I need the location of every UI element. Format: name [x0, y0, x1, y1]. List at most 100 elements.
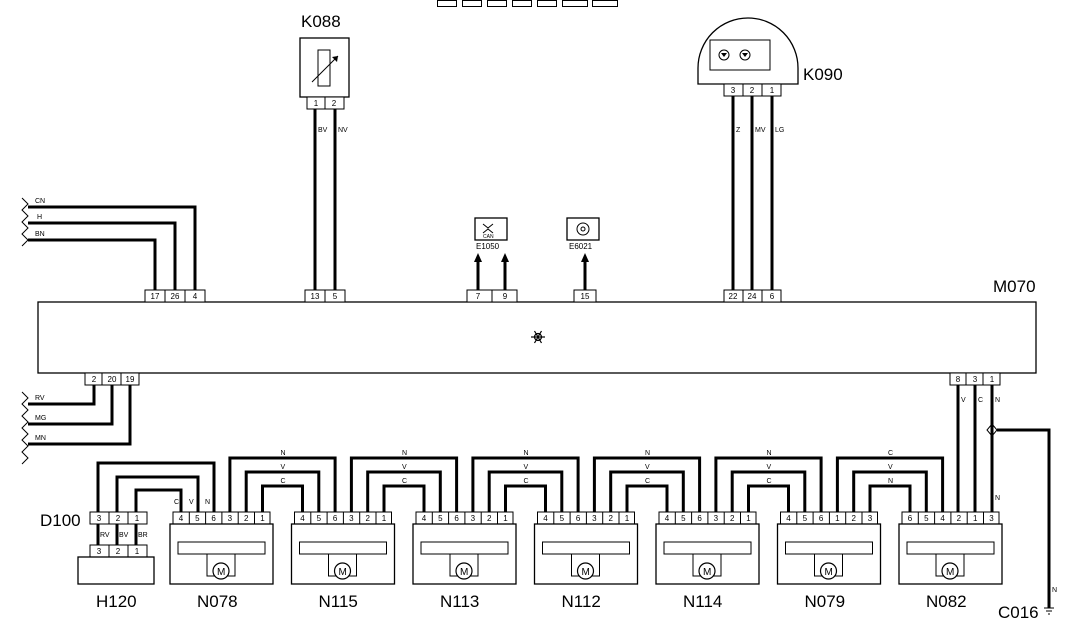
motor-symbol: M [825, 567, 833, 578]
pin-label: 7 [476, 292, 481, 301]
wire-label: MN [35, 435, 46, 442]
pin-label: 1 [314, 99, 319, 108]
left-bottom-harness: RV MG MN [21, 385, 132, 465]
wire-label: V [888, 464, 893, 471]
wire-label: MG [35, 415, 46, 422]
actuator-label: N113 [440, 592, 479, 611]
wire [244, 470, 321, 512]
motor-symbol: M [217, 567, 225, 578]
toolbar-button[interactable] [462, 0, 482, 7]
wire [471, 456, 580, 512]
pin-label: 5 [803, 514, 808, 523]
m070-top-connector-k090: 22 24 6 [723, 289, 782, 303]
motor-icon: M [455, 562, 473, 580]
wire-label: N [995, 495, 1000, 502]
wire-label: V [402, 464, 407, 471]
motor-icon: M [819, 562, 838, 580]
pin-label: 8 [956, 375, 961, 384]
wire-label: N [888, 478, 893, 485]
pin-label: 3 [989, 514, 994, 523]
k088-sensor[interactable]: K088 1 2 [299, 12, 350, 110]
k090-sensor[interactable]: 3 2 1 K090 [697, 17, 843, 97]
actuator-label: N115 [319, 592, 358, 611]
pin-label: 5 [924, 514, 929, 523]
actuator-label: N078 [197, 592, 238, 611]
arrow-up-icon [501, 253, 509, 262]
pin-label: 6 [819, 514, 824, 523]
pin-label: 1 [770, 86, 775, 95]
e6021-module[interactable]: E6021 [566, 217, 600, 251]
actuator-label: N082 [926, 592, 967, 611]
e1050-can-module[interactable]: CAN E1050 [474, 217, 508, 251]
pin-label: 3 [714, 514, 719, 523]
wire-label: BV [119, 532, 129, 539]
wire-label: V [961, 397, 966, 404]
arrow-up-icon [581, 253, 589, 262]
wire-label: N [767, 450, 772, 457]
m070-top-connector-e6021: 15 [573, 289, 597, 303]
toolbar-button[interactable] [562, 0, 588, 7]
can-text: CAN [483, 234, 494, 240]
toolbar-button[interactable] [487, 0, 507, 7]
m070-bottom-connector-right: 8 3 1 [949, 372, 1001, 386]
wire-label: V [767, 464, 772, 471]
actuator-label: N112 [562, 592, 601, 611]
wire-label: NV [338, 127, 348, 134]
wire-label: RV [35, 395, 45, 402]
motor-symbol: M [703, 567, 711, 578]
wire [625, 484, 669, 512]
wire-label: V [281, 464, 286, 471]
wire [115, 475, 200, 512]
h120-module[interactable]: 3 2 1 H120 [77, 544, 155, 611]
pin-label: 2 [116, 514, 121, 523]
pin-label: 4 [543, 514, 548, 523]
wire-label: C [174, 499, 179, 506]
pin-label: 4 [940, 514, 945, 523]
c016-label: C016 [998, 603, 1039, 622]
pin-label: 5 [333, 292, 338, 301]
toolbar-button[interactable] [592, 0, 618, 7]
pin-label: 6 [576, 514, 581, 523]
snowflake-icon [531, 330, 545, 344]
pin-label: 2 [730, 514, 735, 523]
pin-label: 1 [260, 514, 265, 523]
pin-label: 3 [471, 514, 476, 523]
toolbar-button[interactable] [512, 0, 532, 7]
motor-symbol: M [946, 567, 954, 578]
pin-label: 5 [681, 514, 686, 523]
wire-label: V [524, 464, 529, 471]
pin-label: 2 [957, 514, 962, 523]
wire [592, 456, 702, 512]
wire [730, 470, 807, 512]
pin-label: 5 [438, 514, 443, 523]
wire-label: MV [755, 127, 766, 134]
d100-connector[interactable]: D100 3 2 1 [40, 511, 148, 530]
toolbar-button[interactable] [537, 0, 557, 7]
pin-label: 15 [581, 292, 590, 301]
wire-label: C [281, 478, 286, 485]
pin-label: 5 [560, 514, 565, 523]
wire [382, 484, 426, 512]
toolbar-button[interactable] [437, 0, 457, 7]
m070-top-connector-left: 17 26 4 [144, 289, 206, 303]
pin-label: 1 [746, 514, 751, 523]
pin-label: 19 [126, 375, 135, 384]
motor-symbol: M [582, 567, 590, 578]
m070-bottom-connector-left: 2 20 19 [84, 372, 140, 386]
pin-label: 6 [333, 514, 338, 523]
pin-label: 5 [195, 514, 200, 523]
pin-label: 4 [179, 514, 184, 523]
wire [714, 456, 823, 512]
wire-label: Z [736, 127, 741, 134]
photodiode-icon [718, 49, 730, 61]
pin-label: 2 [851, 514, 856, 523]
actuator-label: N079 [805, 592, 846, 611]
